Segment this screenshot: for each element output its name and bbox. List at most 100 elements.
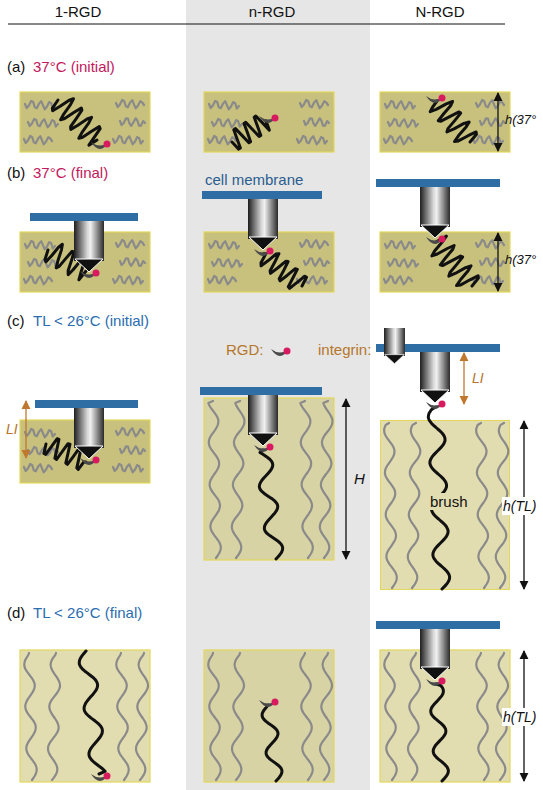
- integrin: [248, 395, 278, 446]
- integrin: [420, 187, 450, 238]
- background-chain: [212, 259, 242, 267]
- background-chain: [297, 136, 327, 144]
- tethered-chain: [430, 101, 476, 142]
- swollen-layer: [20, 650, 150, 782]
- background-chain: [116, 428, 144, 436]
- rgd-ligand: [426, 401, 446, 410]
- tethered-chain: [431, 684, 449, 781]
- background-chain: [476, 100, 504, 108]
- rgd-ligand: [259, 699, 279, 708]
- background-chain: [120, 446, 145, 454]
- background-chain: [385, 101, 415, 109]
- background-chain: [25, 429, 55, 437]
- background-chain: [113, 464, 143, 472]
- height-arrow: [345, 399, 346, 559]
- integrin: [420, 352, 450, 403]
- background-chain: [48, 653, 60, 780]
- background-chain: [209, 241, 239, 249]
- collapsed-layer: [204, 92, 334, 152]
- background-chain: [300, 653, 312, 780]
- length-label: LI: [6, 421, 18, 437]
- column-heading: n-RGD: [249, 3, 296, 20]
- panel-letter: (d): [7, 604, 25, 621]
- background-chain: [116, 100, 144, 108]
- integrin: [74, 221, 104, 272]
- panel-letter: (a): [7, 58, 25, 75]
- background-chain: [113, 136, 143, 144]
- background-chain: [384, 136, 412, 144]
- rgd-ligand: [91, 141, 111, 150]
- tethered-chain: [259, 450, 282, 559]
- background-chain: [24, 136, 52, 144]
- height-label: h(TL): [502, 497, 537, 515]
- background-chain: [408, 423, 421, 588]
- background-chain: [212, 119, 242, 127]
- background-chain: [304, 118, 329, 126]
- cell-membrane: [200, 387, 322, 395]
- cell-membrane: [30, 213, 138, 221]
- condition-label: TL < 26°C (initial): [33, 312, 149, 329]
- polymer-chains: [24, 99, 508, 781]
- background-chain: [388, 119, 418, 127]
- panel-letter: (b): [7, 164, 25, 181]
- background-chain: [28, 119, 58, 127]
- height-arrow: [497, 233, 498, 291]
- layer-label: brush: [428, 493, 470, 510]
- background-chain: [24, 653, 36, 780]
- background-chain: [320, 653, 332, 780]
- column-heading: 1-RGD: [55, 3, 102, 20]
- background-chain: [209, 101, 239, 109]
- integrin: [74, 408, 104, 459]
- rgd-ligand: [91, 773, 111, 782]
- background-chain: [25, 101, 55, 109]
- cell-membrane: [202, 191, 322, 199]
- integrin: [420, 629, 450, 680]
- legend-key: RGD:: [226, 341, 264, 358]
- condition-label: 37°C (final): [33, 164, 108, 181]
- background-chain: [384, 276, 412, 284]
- integrin-length-arrow: [25, 401, 26, 458]
- background-chain: [116, 240, 144, 248]
- tethered-chain: [432, 236, 479, 286]
- membrane-label: cell membrane: [205, 171, 303, 188]
- column-heading: N-RGD: [415, 3, 464, 20]
- rgd-ligand: [426, 678, 446, 687]
- background-chain: [384, 423, 397, 588]
- background-chain: [384, 653, 396, 780]
- background-chain: [480, 118, 505, 126]
- integrin-length-arrow: [463, 353, 464, 404]
- background-chain: [116, 653, 128, 780]
- background-chain: [476, 240, 504, 248]
- panel-letter: (c): [7, 312, 25, 329]
- background-chain: [300, 240, 328, 248]
- background-chain: [28, 259, 58, 267]
- background-chain: [304, 258, 329, 266]
- background-chain: [476, 423, 489, 588]
- collapsed-layer: [380, 92, 510, 152]
- background-chain: [232, 653, 244, 780]
- cell-membrane: [376, 621, 500, 629]
- height-label: H: [354, 470, 365, 487]
- tethered-chain: [261, 253, 307, 288]
- collapsed-layer: [20, 92, 150, 152]
- background-chain: [113, 276, 143, 284]
- swollen-layer: [204, 650, 334, 782]
- tethered-chain: [79, 651, 105, 774]
- cell-membrane: [35, 400, 138, 408]
- header-rule: [8, 24, 505, 25]
- height-label: h(TL): [502, 708, 537, 726]
- rgd-ligand: [80, 270, 100, 279]
- integrin-legend-icon: [384, 328, 405, 364]
- rgd-ligand: [80, 457, 100, 466]
- background-chain: [120, 258, 145, 266]
- polymer-layers: [20, 92, 510, 782]
- legend-key: integrin:: [318, 341, 371, 358]
- height-arrow: [497, 93, 498, 151]
- height-label: h(37°: [505, 113, 536, 128]
- background-chain: [300, 401, 312, 558]
- background-chain: [24, 464, 52, 472]
- background-chain: [208, 653, 220, 780]
- rgd-legend-icon: [271, 348, 291, 357]
